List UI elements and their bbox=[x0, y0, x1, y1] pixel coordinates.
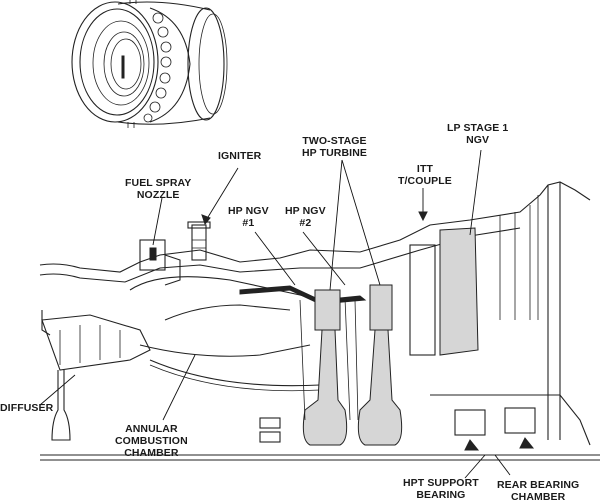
igniter-part bbox=[187, 221, 211, 261]
combustion-chamber bbox=[129, 276, 321, 392]
label-igniter: IGNITER bbox=[218, 150, 262, 162]
bearings bbox=[259, 394, 591, 451]
label-diffuser: DIFFUSER bbox=[0, 402, 54, 414]
label-hp-ngv-2: HP NGV #2 bbox=[285, 205, 326, 229]
label-fuel-spray-nozzle: FUEL SPRAY NOZZLE bbox=[125, 177, 192, 201]
label-annular-combustion-chamber: ANNULAR COMBUSTION CHAMBER bbox=[115, 423, 188, 459]
label-rear-bearing-chamber: REAR BEARING CHAMBER bbox=[497, 479, 580, 503]
diffuser-section bbox=[41, 310, 151, 441]
combustion-chamber-isometric bbox=[71, 0, 228, 128]
label-itt-tcouple: ITT T/COUPLE bbox=[398, 163, 452, 187]
label-hp-ngv-1: HP NGV #1 bbox=[228, 205, 269, 229]
leader-lines bbox=[39, 149, 511, 479]
label-two-stage-hp-turbine: TWO-STAGE HP TURBINE bbox=[302, 135, 367, 159]
fuel-nozzle-part bbox=[139, 239, 181, 286]
engine-casing bbox=[39, 181, 600, 461]
hp-turbine bbox=[239, 227, 479, 446]
label-lp-stage-1-ngv: LP STAGE 1 NGV bbox=[447, 122, 509, 146]
label-hpt-support-bearing: HPT SUPPORT BEARING bbox=[403, 477, 479, 501]
